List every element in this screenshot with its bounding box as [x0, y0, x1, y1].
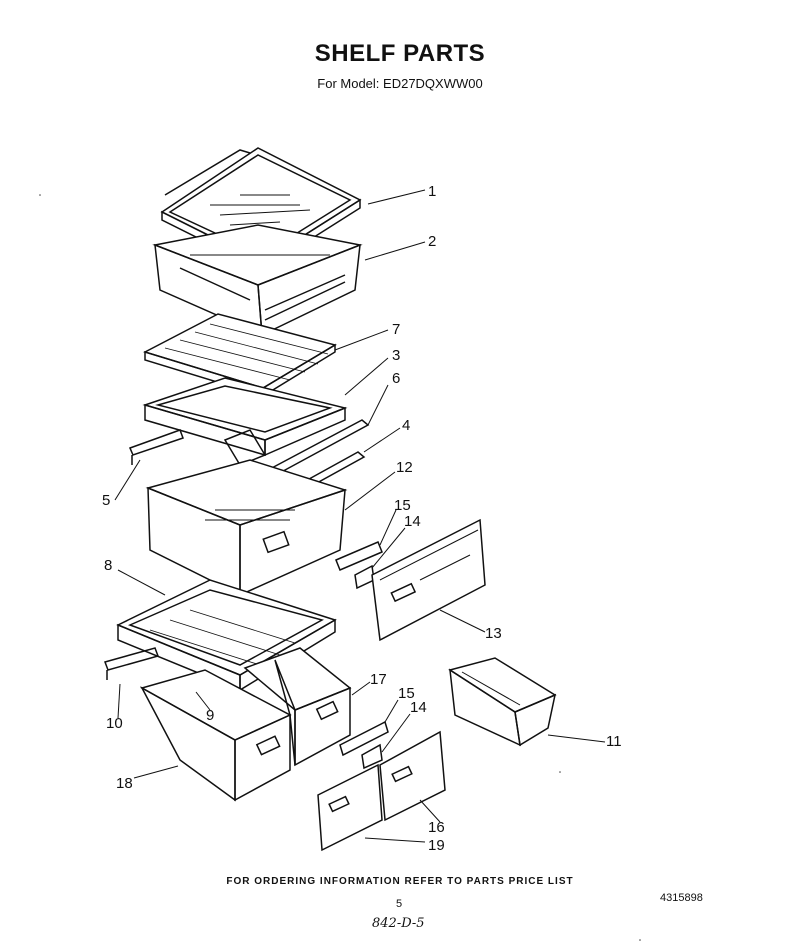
door-bin-part: [448, 657, 557, 747]
crisper-drawer-part: [145, 459, 348, 597]
callout-label: 13: [485, 625, 502, 642]
callout-labels: 1 2 7 3 6 4 5 12 15 14 8 13 17 15 14 10 …: [102, 183, 622, 854]
crisper-front-panel-part: [371, 518, 486, 642]
callout-label: 2: [428, 233, 436, 250]
handwritten-note: 842-D-5: [372, 916, 425, 931]
callout-label: 18: [116, 775, 133, 792]
document-number: 4315898: [660, 892, 703, 904]
crisper-frame-part: [142, 377, 348, 466]
callout-label: 5: [102, 492, 110, 509]
model-subtitle: For Model: ED27DQXWW00: [317, 76, 483, 91]
drawer-bracket-lower-parts: [339, 720, 389, 770]
lower-left-support-part: [104, 647, 159, 680]
callout-label: 1: [428, 183, 436, 200]
right-lower-drawer-part: [243, 647, 352, 767]
callout-label: 6: [392, 370, 400, 387]
callout-label: 19: [428, 837, 445, 854]
callout-label: 14: [410, 699, 427, 716]
scan-specks: [39, 194, 641, 941]
left-lower-drawer-part: [140, 669, 292, 802]
callout-label: 4: [402, 417, 410, 434]
callout-label: 3: [392, 347, 400, 364]
lower-front-panel-parts: [317, 730, 446, 852]
ordering-note: FOR ORDERING INFORMATION REFER TO PARTS …: [226, 876, 574, 887]
callout-label: 17: [370, 671, 387, 688]
callout-label: 15: [394, 497, 411, 514]
callout-label: 11: [606, 733, 622, 750]
callout-label: 12: [396, 459, 413, 476]
callout-label: 10: [106, 715, 123, 732]
callout-label: 16: [428, 819, 445, 836]
page-number: 5: [396, 898, 403, 910]
page-title: SHELF PARTS: [314, 40, 486, 67]
callout-label: 7: [392, 321, 400, 338]
callout-label: 14: [404, 513, 421, 530]
deli-drawer-part: [152, 224, 363, 337]
callout-label: 8: [104, 557, 112, 574]
callout-label: 15: [398, 685, 415, 702]
callout-leader-lines: [114, 189, 606, 843]
left-support-part: [128, 429, 184, 465]
callout-label: 9: [206, 707, 214, 724]
